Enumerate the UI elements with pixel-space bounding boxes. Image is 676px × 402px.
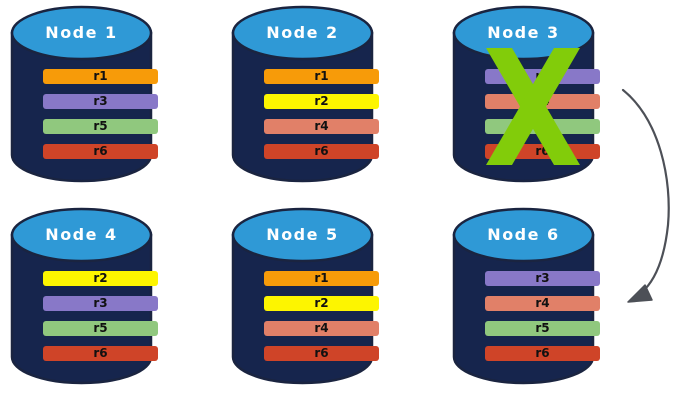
record-bar-r3[interactable]: r3 — [485, 69, 600, 84]
record-bar-r2[interactable]: r2 — [264, 296, 379, 311]
record-bar-r2[interactable]: r2 — [43, 271, 158, 286]
record-bar-r6[interactable]: r6 — [264, 346, 379, 361]
node-card-1[interactable]: Node 1 r1 r3 r5 r6 — [10, 5, 158, 183]
record-list-2: r1 r2 r4 r6 — [264, 69, 379, 159]
record-bar-r5[interactable]: r5 — [43, 119, 158, 134]
record-bar-r4[interactable]: r4 — [485, 296, 600, 311]
record-bar-r5[interactable]: r5 — [485, 119, 600, 134]
record-list-1: r1 r3 r5 r6 — [43, 69, 158, 159]
record-list-3: r3 r4 r5 r6 — [485, 69, 600, 159]
record-bar-r1[interactable]: r1 — [43, 69, 158, 84]
record-bar-r5[interactable]: r5 — [485, 321, 600, 336]
record-bar-r4[interactable]: r4 — [264, 321, 379, 336]
record-bar-r2[interactable]: r2 — [264, 94, 379, 109]
record-bar-r6[interactable]: r6 — [43, 346, 158, 361]
record-bar-r6[interactable]: r6 — [485, 144, 600, 159]
record-bar-r3[interactable]: r3 — [485, 271, 600, 286]
record-bar-r3[interactable]: r3 — [43, 94, 158, 109]
node-card-2[interactable]: Node 2 r1 r2 r4 r6 — [231, 5, 379, 183]
record-bar-r5[interactable]: r5 — [43, 321, 158, 336]
record-bar-r6[interactable]: r6 — [43, 144, 158, 159]
node-card-3[interactable]: Node 3 r3 r4 r5 r6 — [452, 5, 600, 183]
record-bar-r1[interactable]: r1 — [264, 271, 379, 286]
record-list-6: r3 r4 r5 r6 — [485, 271, 600, 361]
record-bar-r3[interactable]: r3 — [43, 296, 158, 311]
record-bar-r4[interactable]: r4 — [264, 119, 379, 134]
record-bar-r6[interactable]: r6 — [264, 144, 379, 159]
node-card-5[interactable]: Node 5 r1 r2 r4 r6 — [231, 207, 379, 385]
record-list-4: r2 r3 r5 r6 — [43, 271, 158, 361]
record-bar-r6[interactable]: r6 — [485, 346, 600, 361]
record-list-5: r1 r2 r4 r6 — [264, 271, 379, 361]
node-card-4[interactable]: Node 4 r2 r3 r5 r6 — [10, 207, 158, 385]
node-card-6[interactable]: Node 6 r3 r4 r5 r6 — [452, 207, 600, 385]
record-bar-r4[interactable]: r4 — [485, 94, 600, 109]
record-bar-r1[interactable]: r1 — [264, 69, 379, 84]
